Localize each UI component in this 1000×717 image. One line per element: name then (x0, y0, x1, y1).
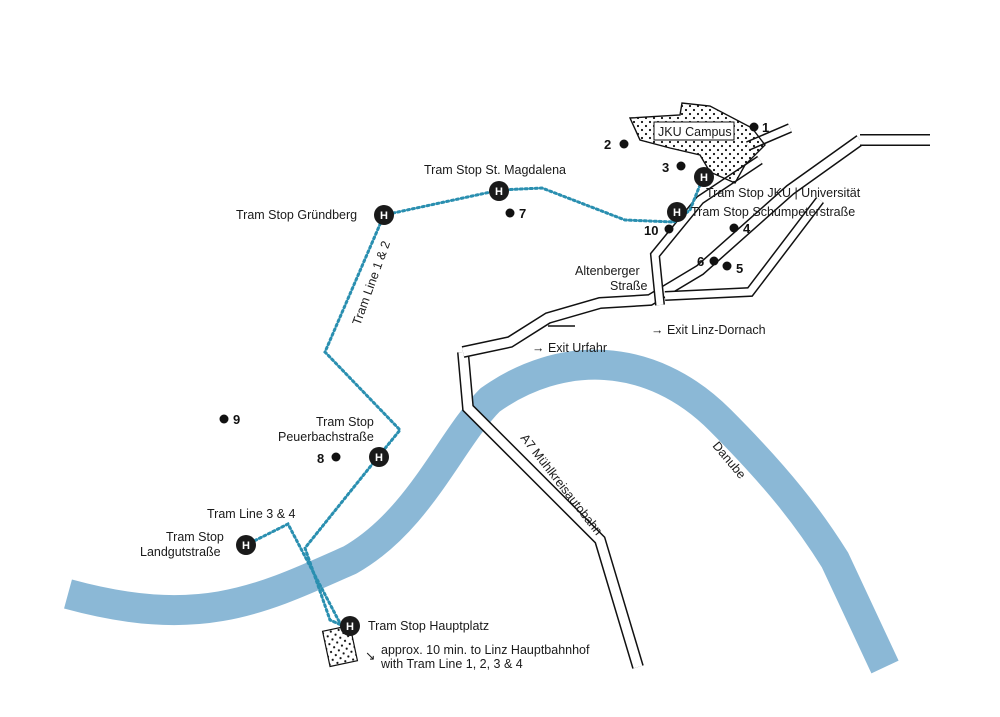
svg-text:H: H (242, 540, 250, 552)
label-stop-magdalena: Tram Stop St. Magdalena (424, 163, 566, 177)
label-highway: A7 Mühlkreisautobahn (518, 431, 606, 538)
label-stop-hauptplatz: Tram Stop Hauptplatz (368, 619, 489, 633)
label-stop-landgut-1: Tram Stop (166, 530, 224, 544)
stop-marker-magdalena[interactable]: H (489, 181, 509, 201)
label-stop-gruendberg: Tram Stop Gründberg (236, 208, 357, 222)
svg-text:9: 9 (233, 412, 240, 427)
stop-marker-jku[interactable]: H (694, 167, 714, 187)
svg-text:H: H (700, 172, 708, 184)
svg-text:H: H (495, 186, 503, 198)
label-stop-peuerbach-2: Peuerbachstraße (278, 430, 374, 444)
danube-river (64, 349, 899, 674)
label-exit-dornach: → Exit Linz-Dornach (651, 323, 766, 337)
svg-text:10: 10 (644, 223, 658, 238)
label-exit-urfahr: → Exit Urfahr (532, 341, 607, 355)
svg-text:H: H (375, 452, 383, 464)
campus-label-box (653, 121, 735, 141)
svg-text:6: 6 (697, 254, 704, 269)
stop-marker-gruendberg[interactable]: H (374, 205, 394, 225)
poi-5[interactable]: 5 (722, 261, 744, 276)
svg-text:5: 5 (736, 261, 743, 276)
svg-text:2: 2 (604, 137, 611, 152)
svg-text:4: 4 (743, 221, 751, 236)
label-stop-landgut-2: Landgutstraße (140, 545, 221, 559)
poi-9[interactable]: 9 (219, 412, 241, 427)
note-line-2: with Tram Line 1, 2, 3 & 4 (380, 657, 523, 671)
stop-marker-hauptplatz[interactable]: H (340, 616, 360, 636)
label-stop-jku: Tram Stop JKU | Universität (706, 186, 861, 200)
svg-text:8: 8 (317, 451, 324, 466)
poi-7[interactable]: 7 (505, 206, 527, 221)
note-arrow-icon: ↘ (365, 649, 375, 663)
label-altenberger-1: Altenberger (575, 264, 640, 278)
poi-8[interactable]: 8 (317, 451, 341, 466)
poi-4[interactable]: 4 (729, 221, 752, 236)
poi-2[interactable]: 2 (604, 137, 629, 152)
svg-text:H: H (673, 207, 681, 219)
label-stop-peuerbach-1: Tram Stop (316, 415, 374, 429)
poi-6[interactable]: 6 (697, 254, 719, 269)
svg-text:H: H (346, 621, 354, 633)
stop-marker-peuerbach[interactable]: H (369, 447, 389, 467)
svg-text:H: H (380, 210, 388, 222)
tram-line-3-4 (244, 522, 344, 629)
poi-10[interactable]: 10 (644, 223, 674, 238)
svg-text:7: 7 (519, 206, 526, 221)
label-stop-schumpeter: Tram Stop Schumpeterstraße (691, 205, 855, 219)
label-altenberger-2: Straße (610, 279, 648, 293)
stop-marker-landgut[interactable]: H (236, 535, 256, 555)
poi-3[interactable]: 3 (662, 160, 686, 175)
svg-text:1: 1 (762, 120, 769, 135)
poi-1[interactable]: 1 (749, 120, 770, 135)
stop-marker-schumpeter[interactable]: H (667, 202, 687, 222)
svg-text:3: 3 (662, 160, 669, 175)
campus-label: JKU Campus (658, 125, 732, 139)
label-tram-line-3-4: Tram Line 3 & 4 (207, 507, 296, 521)
note-line-1: approx. 10 min. to Linz Hauptbahnhof (381, 643, 590, 657)
